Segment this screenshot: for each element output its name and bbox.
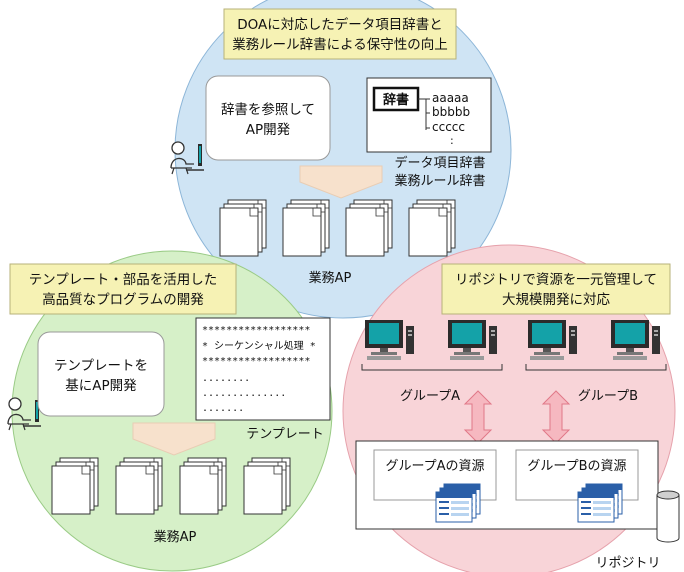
repository-database-icon [656, 490, 680, 543]
computer-icon-2 [448, 320, 497, 360]
dict-item-2: bbbbb [432, 105, 470, 119]
dict-caption-line2: 業務ルール辞書 [394, 173, 485, 189]
computer-icon-3 [528, 320, 577, 360]
top-docs-label: 業務AP [309, 270, 352, 286]
template-panel: ****************** * シーケンシャル処理 * *******… [195, 317, 331, 421]
resource-b-forms-icon [577, 483, 623, 523]
top-bubble [205, 75, 331, 161]
top-banner-line1: DOAに対応したデータ項目辞書と [237, 16, 443, 33]
group-a-bracket [361, 364, 503, 371]
computer-icon-4 [611, 320, 660, 360]
group-b-label: グループB [578, 389, 638, 404]
template-line-3: ****************** [202, 356, 310, 367]
right-banner-line2: 大規模開発に対応 [502, 292, 610, 308]
top-banner-line2: 業務ルール辞書による保守性の向上 [232, 37, 448, 53]
computer-icon-1 [365, 320, 414, 360]
dict-item-1: aaaaa [432, 91, 469, 105]
left-bubble [37, 331, 165, 417]
right-banner [441, 263, 671, 315]
left-banner [9, 263, 237, 315]
template-line-4: ........ [202, 373, 250, 384]
left-banner-line2: 高品質なプログラムの開発 [42, 291, 204, 308]
left-bubble-line2: 基にAP開発 [65, 377, 137, 394]
right-banner-line1: リポジトリで資源を一元管理して [455, 272, 657, 288]
template-line-2: * シーケンシャル処理 * [202, 339, 316, 352]
repository-label: リポジトリ [595, 556, 660, 571]
dict-item-more: : [450, 134, 454, 147]
dictionary-label: 辞書 [383, 92, 409, 108]
dict-item-3: ccccc [432, 120, 465, 134]
resource-a-forms-icon [435, 483, 481, 523]
template-line-6: ....... [202, 403, 244, 414]
resource-a-label: グループAの資源 [385, 459, 484, 474]
template-line-1: ****************** [202, 325, 310, 336]
left-docs-label: 業務AP [154, 529, 197, 545]
template-line-5: .............. [202, 388, 286, 399]
dict-caption-line1: データ項目辞書 [394, 155, 485, 171]
group-b-bracket [525, 364, 667, 371]
top-banner [223, 8, 457, 60]
left-banner-line1: テンプレート・部品を活用した [29, 272, 218, 288]
group-a-label: グループA [400, 389, 460, 404]
left-down-arrow [132, 422, 216, 456]
dictionary-panel: 辞書 aaaaa bbbbb ccccc : [366, 77, 492, 153]
top-bubble-line2: AP開発 [246, 122, 291, 138]
top-bubble-line1: 辞書を参照して [221, 101, 315, 118]
resource-b-label: グループBの資源 [527, 459, 626, 474]
left-bubble-line1: テンプレートを [54, 358, 148, 374]
top-down-arrow [299, 165, 383, 199]
template-caption: テンプレート [246, 427, 324, 442]
